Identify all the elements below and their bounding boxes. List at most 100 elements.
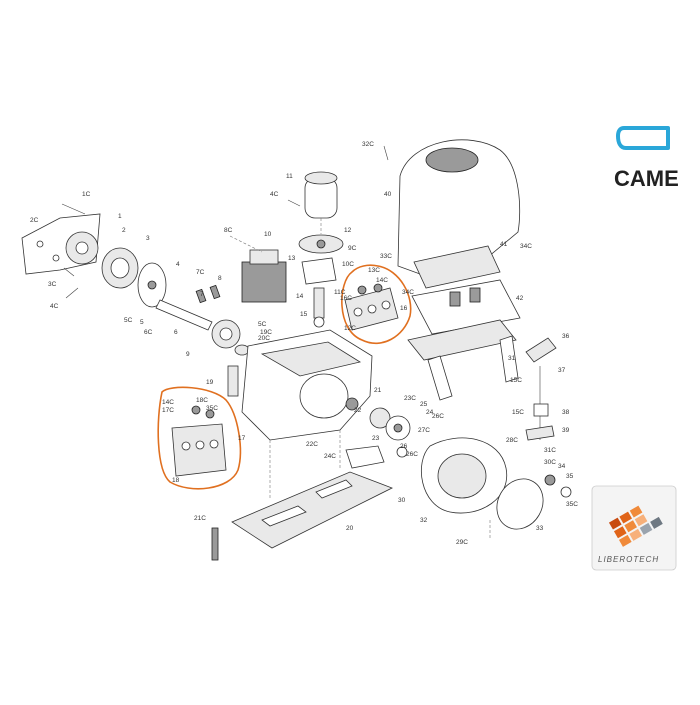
- label-17: 17: [238, 435, 246, 442]
- screw-4c-left: [65, 287, 79, 299]
- housing-bore: [299, 373, 349, 419]
- pinion-cover: [421, 437, 544, 540]
- worm-wheel-hub: [219, 327, 233, 341]
- label-7c: 7C: [196, 269, 205, 276]
- label-32: 32: [420, 517, 428, 524]
- frame-31-right: [499, 335, 519, 383]
- label-31c: 31C: [544, 447, 556, 454]
- label-20: 20: [346, 525, 354, 532]
- pinion-hub: [75, 241, 89, 255]
- motor-capsule-top: [304, 171, 338, 185]
- label-16: 16: [400, 305, 408, 312]
- label-36: 36: [562, 333, 570, 340]
- board-relay-a: [449, 291, 461, 307]
- label-6: 6: [174, 329, 178, 336]
- transformer-top: [249, 249, 279, 265]
- label-29c: 29C: [456, 539, 468, 546]
- cam-26: [396, 446, 408, 458]
- label-40: 40: [384, 191, 392, 198]
- label-30: 30: [398, 497, 406, 504]
- label-26c: 26C: [432, 413, 444, 420]
- screw-4c-top: [287, 199, 301, 207]
- label-15c: 15C: [510, 377, 522, 384]
- limit-gear-parts: [345, 407, 411, 469]
- label-21c: 21C: [194, 515, 206, 522]
- label-13c: 13C: [368, 267, 380, 274]
- label-25: 25: [420, 401, 428, 408]
- control-block-lower: [157, 386, 242, 490]
- bolt-hole-a: [36, 240, 44, 248]
- label-6c: 6C: [144, 329, 153, 336]
- label-15c-b: 15C: [512, 409, 524, 416]
- control-board-42: [411, 279, 521, 335]
- label-34c: 34C: [520, 243, 532, 250]
- board-support-41: [413, 245, 501, 289]
- label-14: 14: [296, 293, 304, 300]
- label-13: 13: [288, 255, 296, 262]
- label-32c: 32C: [362, 141, 374, 148]
- grid-cell: [619, 511, 632, 524]
- label-7: 7: [200, 291, 204, 298]
- spacer-19: [227, 365, 239, 397]
- label-5c-b: 5C: [258, 321, 267, 328]
- terminal-e: [195, 440, 205, 450]
- grid-cell: [613, 526, 627, 539]
- badge-grid-icon: [608, 505, 663, 547]
- label-34c-b: 34C: [402, 289, 414, 296]
- liberotech-text: LIBEROTECH: [598, 555, 659, 564]
- label-10: 10: [264, 231, 272, 238]
- came-logo: CAME: [614, 126, 679, 191]
- gear-22: [345, 397, 359, 411]
- anchor-bolt-21: [211, 527, 219, 561]
- bracket-24c: [345, 445, 385, 469]
- label-18c: 18C: [196, 397, 208, 404]
- label-16c: 16C: [340, 295, 352, 302]
- cover-window: [425, 147, 479, 173]
- screw-8c-guide: [229, 235, 263, 253]
- label-17c: 17C: [162, 407, 174, 414]
- terminal-d: [181, 441, 191, 451]
- key-pin-8: [209, 284, 221, 300]
- gear-assembly: [21, 203, 250, 356]
- label-34: 34: [558, 463, 566, 470]
- grid-cell: [618, 534, 632, 547]
- base-slot-b: [315, 479, 353, 499]
- block-38: [533, 403, 549, 417]
- grid-cell: [629, 505, 643, 518]
- label-5c: 5C: [124, 317, 133, 324]
- grid-cell: [629, 528, 642, 541]
- label-35: 35: [566, 473, 574, 480]
- label-39: 39: [562, 427, 570, 434]
- bolt-hole-b: [52, 254, 60, 262]
- label-4: 4: [176, 261, 180, 268]
- label-14c: 14C: [376, 277, 388, 284]
- label-33c: 33C: [380, 253, 392, 260]
- washer-15: [313, 316, 325, 328]
- base-slot-a: [261, 505, 307, 527]
- release-lever: [525, 337, 572, 498]
- cover-40: [397, 139, 521, 275]
- label-9c: 9C: [348, 245, 357, 252]
- label-21: 21: [374, 387, 382, 394]
- housing-top: [260, 341, 362, 377]
- part-labels: 1C 1 2C 2 3 3C 4 4C 4C 5C 5 5C 6C 6 7C 7…: [30, 141, 578, 546]
- label-27c: 27C: [418, 427, 430, 434]
- label-11: 11: [286, 173, 293, 180]
- knob-34: [544, 474, 556, 486]
- label-4c-top: 4C: [270, 191, 279, 198]
- came-logo-text: CAME: [614, 166, 679, 191]
- label-35c: 35C: [566, 501, 578, 508]
- label-41: 41: [500, 241, 508, 248]
- label-26: 26: [400, 443, 408, 450]
- label-20c: 20C: [258, 335, 270, 342]
- label-23c: 23C: [404, 395, 416, 402]
- terminal-c: [381, 300, 391, 310]
- transformer-10: [241, 261, 287, 303]
- label-12: 12: [344, 227, 352, 234]
- grid-cell: [624, 520, 637, 533]
- grid-cell: [639, 522, 653, 535]
- label-5: 5: [140, 319, 144, 326]
- came-logo-mark: [616, 126, 670, 150]
